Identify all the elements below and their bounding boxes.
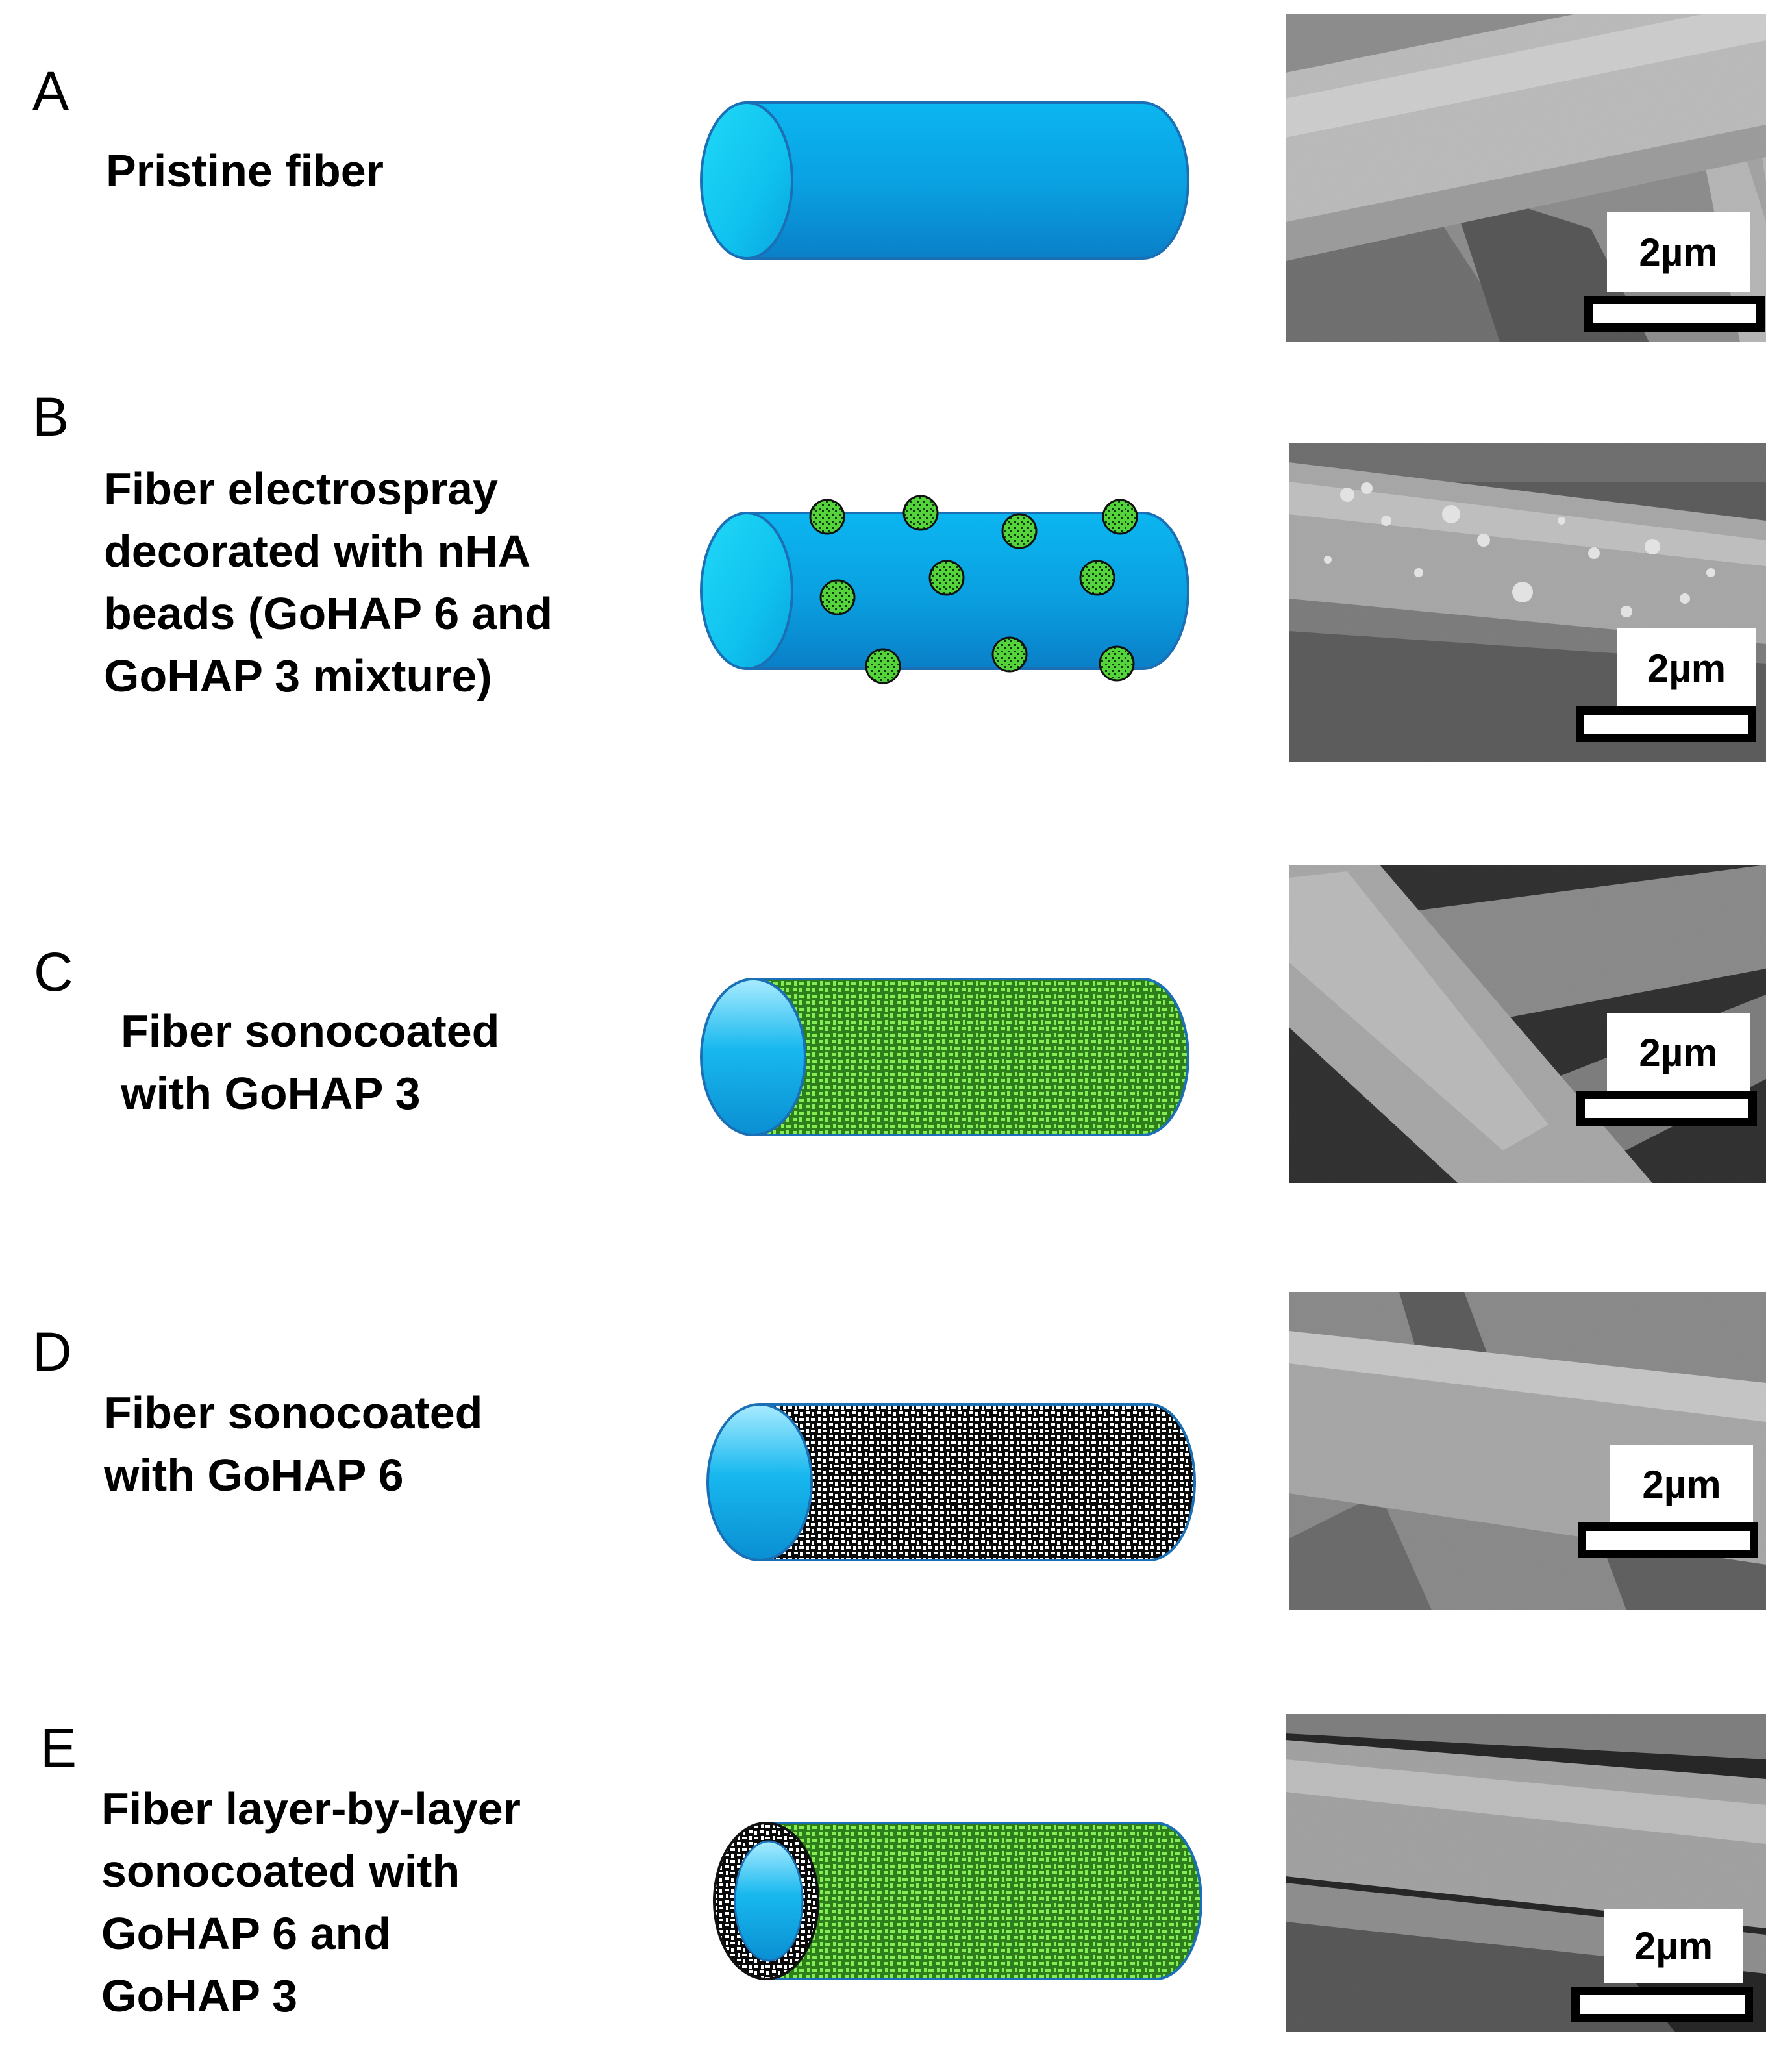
scale-bar: [1576, 1091, 1757, 1126]
sem-image-e: [1286, 1714, 1766, 2032]
scale-bar: [1584, 296, 1765, 332]
panel-e: E Fiber layer-by-layer sonocoated with G…: [0, 1623, 1792, 2062]
panel-letter: E: [40, 1717, 77, 1778]
description-line: GoHAP 3 mixture): [104, 651, 492, 701]
description-line: decorated with nHA: [104, 526, 531, 577]
panel-letter: B: [32, 386, 69, 447]
scale-bar: [1571, 1987, 1753, 2022]
scale-label: 2µm: [1607, 212, 1750, 292]
panel-description: Fiber layer-by-layer sonocoated with GoH…: [101, 1778, 521, 2027]
pristine-fiber-illustration: [700, 101, 1189, 260]
scale-bar: [1576, 706, 1756, 742]
gohap6-coated-fiber-illustration: [706, 1403, 1196, 1561]
description-line: sonocoated with: [101, 1846, 460, 1896]
panel-a: A Pristine fiber 2µm: [0, 0, 1792, 364]
scale-label: 2µm: [1607, 1013, 1750, 1092]
panel-c: C Fiber sonocoated with GoHAP 3 2µm: [0, 779, 1792, 1201]
bead-decorated-fiber-illustration: [700, 495, 1189, 684]
panel-b: B Fiber electrospray decorated with nHA …: [0, 364, 1792, 779]
description-line: Fiber sonocoated: [121, 1006, 500, 1056]
panel-description: Fiber sonocoated with GoHAP 6: [104, 1382, 482, 1506]
gohap3-coated-fiber-illustration: [700, 978, 1189, 1136]
panel-letter: C: [34, 941, 73, 1002]
description-line: GoHAP 3: [101, 1970, 298, 2021]
scale-label: 2µm: [1617, 628, 1756, 708]
nha-beads: [809, 495, 1138, 684]
description-line: Fiber layer-by-layer: [101, 1783, 521, 1834]
sem-image-a: [1286, 14, 1766, 342]
description-line: GoHAP 6 and: [101, 1908, 392, 1959]
panel-d: D Fiber sonocoated with GoHAP 6 2µm: [0, 1201, 1792, 1623]
description-line: with GoHAP 6: [104, 1450, 404, 1500]
layer-by-layer-fiber-illustration: [713, 1822, 1202, 1980]
panel-letter: A: [32, 60, 69, 121]
scale-label: 2µm: [1604, 1909, 1743, 1983]
description-line: beads (GoHAP 6 and: [104, 588, 553, 639]
panel-letter: D: [32, 1321, 72, 1382]
description-line: with GoHAP 3: [121, 1068, 421, 1119]
description-line: Pristine fiber: [106, 145, 384, 196]
panel-description: Pristine fiber: [106, 140, 384, 202]
scale-bar: [1578, 1522, 1758, 1558]
sem-image-c: [1289, 865, 1766, 1183]
panel-description: Fiber electrospray decorated with nHA be…: [104, 458, 553, 707]
panel-description: Fiber sonocoated with GoHAP 3: [121, 1000, 499, 1124]
scale-label: 2µm: [1610, 1445, 1753, 1524]
description-line: Fiber sonocoated: [104, 1387, 483, 1438]
description-line: Fiber electrospray: [104, 464, 498, 514]
